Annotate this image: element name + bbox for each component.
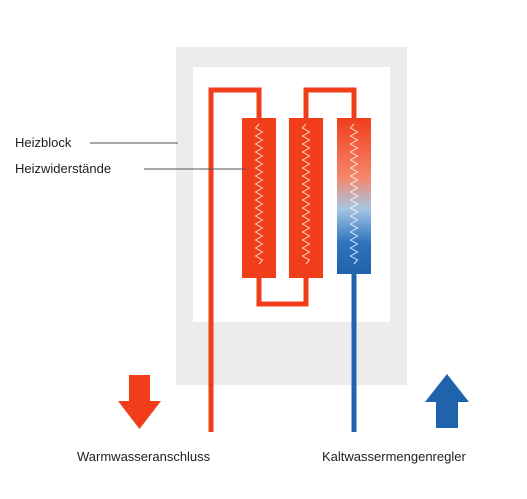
- heating-resistor-2: [289, 118, 323, 278]
- cold-water-regulator-label: Kaltwassermengenregler: [322, 449, 466, 464]
- heating-resistor-1: [242, 118, 276, 278]
- heating-resistor-3: [337, 118, 371, 274]
- hot-water-pipe: [208, 87, 262, 432]
- heating-block-label: Heizblock: [15, 135, 72, 150]
- pipe-connector-top: [303, 87, 357, 120]
- pipe-connector-bottom: [256, 276, 309, 307]
- arrow-down-icon: [118, 375, 161, 429]
- heating-resistors-label: Heizwiderstände: [15, 161, 111, 176]
- hot-water-outlet-label: Warmwasseranschluss: [77, 449, 211, 464]
- arrow-up-icon: [425, 374, 469, 428]
